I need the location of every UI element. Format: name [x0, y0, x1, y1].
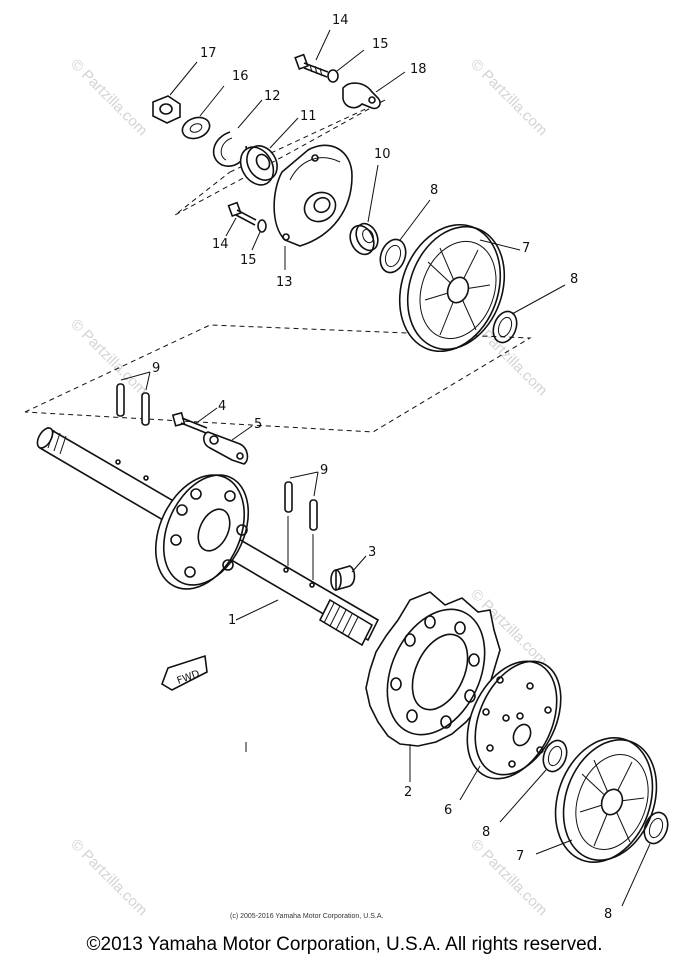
label-8-top: 8 — [430, 183, 438, 198]
label-2: 2 — [404, 785, 412, 800]
label-3: 3 — [368, 545, 376, 560]
bearing-housing-13 — [273, 144, 353, 270]
hub-flange-left — [154, 474, 250, 590]
label-11: 11 — [300, 109, 317, 124]
washer-8-right — [492, 284, 566, 344]
bearing-11 — [239, 117, 299, 186]
small-credit: (c) 2005-2016 Yamaha Motor Corporation, … — [230, 913, 384, 920]
label-16: 16 — [232, 69, 249, 84]
bolt-14-top — [294, 29, 331, 78]
label-15-mid: 15 — [240, 253, 257, 268]
label-5: 5 — [254, 417, 262, 432]
label-14-top: 14 — [332, 13, 349, 28]
part-number-labels: 14 15 17 16 18 12 11 10 8 14 15 13 7 8 9… — [152, 13, 612, 922]
washer-8-last — [621, 811, 669, 907]
watermark: © Partzilla.com — [67, 316, 150, 399]
label-6: 6 — [444, 803, 452, 818]
idler-wheel-7-top — [398, 223, 521, 353]
bolt-4 — [171, 407, 218, 434]
shaft-assembly-outline — [24, 324, 532, 433]
washer-16 — [181, 85, 225, 140]
upper-assembly-outline — [174, 99, 386, 216]
label-18: 18 — [410, 62, 427, 77]
collar-3 — [330, 555, 367, 592]
label-15-top: 15 — [372, 37, 389, 52]
nut-17 — [152, 61, 198, 124]
lock-washer-15-mid — [251, 219, 267, 251]
copyright-footer: ©2013 Yamaha Motor Corporation, U.S.A. A… — [86, 934, 603, 955]
label-8-last: 8 — [604, 907, 612, 922]
label-8-right: 8 — [570, 272, 578, 287]
lock-washer-15-top — [327, 49, 365, 83]
drive-sprocket-2 — [365, 591, 501, 782]
hub-plate-6 — [459, 660, 562, 801]
watermark: © Partzilla.com — [67, 56, 150, 139]
label-10: 10 — [374, 147, 391, 162]
bearing-10 — [349, 164, 379, 256]
idler-wheel-7-bottom — [535, 737, 658, 863]
label-8-bottom: 8 — [482, 825, 490, 840]
label-9-left: 9 — [152, 361, 160, 376]
fwd-arrow: FWD — [161, 654, 208, 691]
label-12: 12 — [264, 89, 281, 104]
label-13: 13 — [276, 275, 293, 290]
label-4: 4 — [218, 399, 226, 414]
washer-8-bottom — [499, 739, 568, 823]
watermark: © Partzilla.com — [467, 836, 550, 919]
watermark: © Partzilla.com — [467, 56, 550, 139]
label-7-top: 7 — [522, 241, 530, 256]
dowel-pins-9-left — [116, 371, 151, 426]
bracket-5 — [202, 425, 253, 465]
label-9-right: 9 — [320, 463, 328, 478]
label-7-bottom: 7 — [516, 849, 524, 864]
dowel-pins-9-right — [284, 471, 319, 580]
bolt-14-mid — [225, 201, 257, 237]
clamp-18 — [342, 71, 406, 110]
label-1: 1 — [228, 613, 236, 628]
label-17: 17 — [200, 46, 217, 61]
washer-8-top — [379, 199, 431, 274]
label-14-mid: 14 — [212, 237, 229, 252]
watermark: © Partzilla.com — [67, 836, 150, 919]
